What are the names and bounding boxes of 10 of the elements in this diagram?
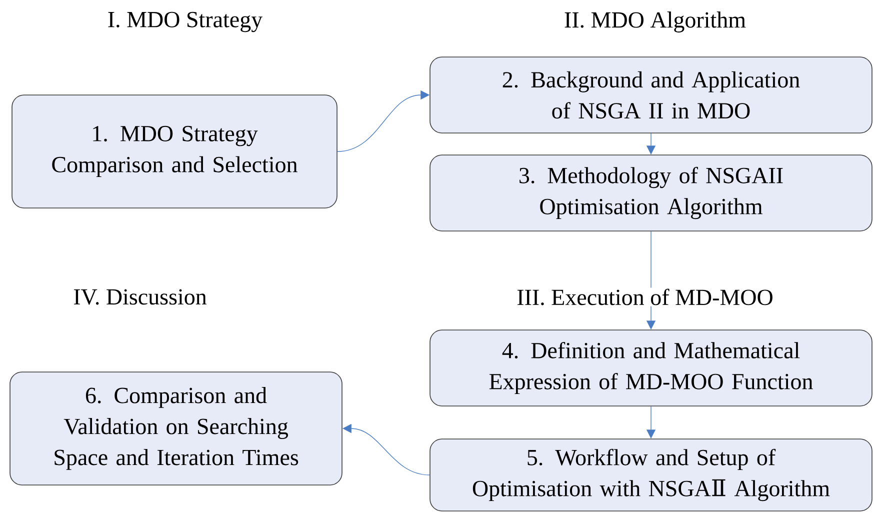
section-heading: I. MDO Strategy bbox=[106, 10, 264, 34]
process-box: 2. Background and Application of NSGA II in MDO bbox=[430, 56, 872, 134]
process-box: 5. Workflow and Setup of Optimisation with NSGAⅡ Algorithm bbox=[430, 438, 872, 512]
section-heading: III. Execution of MD-MOO bbox=[516, 288, 774, 306]
section-heading: IV. Discussion bbox=[72, 288, 208, 306]
process-box: 4. Definition and Mathematical Expression of MD-MOO Function bbox=[430, 330, 872, 406]
process-box: 6. Comparison and Validation on Searching Space and Iteration Times bbox=[10, 372, 342, 486]
process-box: 3. Methodology of NSGAII Optimisation Algorithm bbox=[430, 154, 872, 232]
process-box: 1. MDO Strategy Comparison and Selection bbox=[12, 94, 338, 208]
section-heading: II. MDO Algorithm bbox=[562, 10, 748, 34]
